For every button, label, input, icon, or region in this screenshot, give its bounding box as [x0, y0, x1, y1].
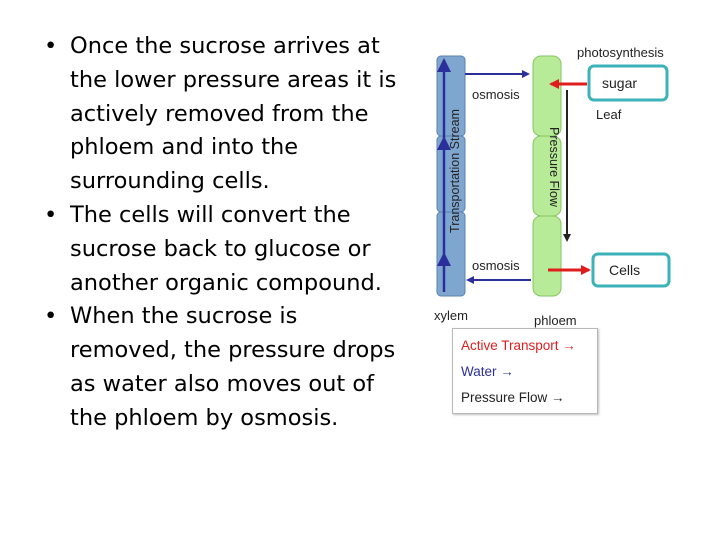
phloem-column: [532, 55, 562, 297]
bullet-item: • When the sucrose is removed, the pressur…: [44, 300, 414, 435]
legend-active-transport: Active Transport →: [461, 338, 576, 353]
cells-box: [591, 252, 671, 288]
xylem-flow-arrowhead: [437, 58, 451, 72]
bullet-line: surrounding cells.: [70, 168, 270, 195]
bullet-line: as water also moves out of: [70, 370, 375, 397]
bullet-line: the phloem by osmosis.: [70, 404, 339, 431]
bullet-marker: •: [44, 303, 58, 330]
bullet-line: another organic compound.: [70, 269, 382, 296]
pressure-flow-label: Pressure Flow: [547, 127, 561, 207]
osmosis-label-bottom: osmosis: [472, 258, 520, 273]
xylem-flow-arrowhead: [437, 252, 451, 266]
legend-pressure-flow: Pressure Flow →: [461, 390, 565, 405]
bullet-line: phloem and into the: [70, 134, 299, 161]
leaf-label: Leaf: [596, 107, 622, 122]
bullet-line: actively removed from the: [70, 100, 369, 127]
photosynthesis-label: photosynthesis: [577, 45, 664, 60]
phloem-transport-diagram: [436, 55, 671, 297]
bullet-item: • The cells will convert the sucrose back …: [44, 199, 414, 300]
bullet-item: • Once the sucrose arrives at the lower pr…: [44, 30, 414, 199]
sugar-box: [587, 64, 669, 102]
sugar-label: sugar: [602, 75, 638, 91]
bullet-line: the lower pressure areas it is: [70, 66, 397, 93]
bullet-line: The cells will convert the: [70, 201, 351, 228]
bullet-marker: •: [44, 33, 58, 59]
legend-water: Water →: [461, 364, 514, 379]
bullet-line: sucrose back to glucose or: [70, 235, 371, 262]
bullet-line: removed, the pressure drops: [70, 337, 396, 364]
osmosis-label-top: osmosis: [472, 87, 520, 102]
bullet-list: • Once the sucrose arrives at the lower pr…: [44, 30, 414, 436]
bullet-marker: •: [44, 201, 58, 228]
xylem-label: xylem: [434, 308, 468, 323]
phloem-label: phloem: [534, 313, 577, 328]
cells-label: Cells: [609, 262, 641, 278]
bullet-line: Once the sucrose arrives at: [70, 33, 380, 59]
transportation-stream-label: Transportation Stream: [448, 109, 462, 233]
bullet-line: When the sucrose is: [70, 303, 298, 330]
legend-box: Active Transport → Water → Pressure Flow…: [452, 328, 598, 414]
xylem-flow-arrowhead: [437, 136, 451, 150]
